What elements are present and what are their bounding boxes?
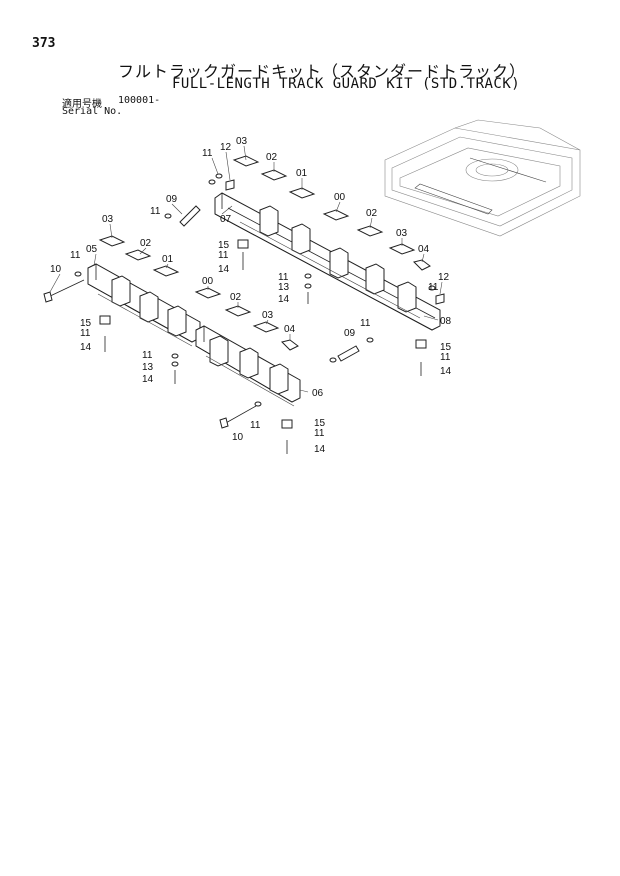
callout-14: 14 <box>314 444 326 455</box>
serial-code: 100001- <box>118 95 161 106</box>
callout-15: 15 <box>314 418 326 429</box>
callout-15: 15 <box>440 342 452 353</box>
callout-02: 02 <box>140 238 152 249</box>
callout-09: 09 <box>344 328 356 339</box>
callout-11: 11 <box>360 318 371 329</box>
leader-lines <box>49 145 443 393</box>
callout-14: 14 <box>278 294 290 305</box>
callout-15: 15 <box>218 240 230 251</box>
serial-label-english: Serial No. <box>62 106 123 117</box>
callout-11: 11 <box>150 206 161 217</box>
page-number: 373 <box>32 36 56 51</box>
callout-09: 09 <box>166 194 178 205</box>
title-japanese: フルトラックガードキット（スタンダードトラック） <box>118 62 527 81</box>
callout-11: 11 <box>440 352 451 363</box>
callout-03: 03 <box>236 136 248 147</box>
callout-01: 01 <box>162 254 174 265</box>
callout-11: 11 <box>250 420 261 431</box>
callout-02: 02 <box>366 208 378 219</box>
callout-02: 02 <box>230 292 242 303</box>
serial-label-japanese: 適用号機 <box>62 99 102 110</box>
callout-05: 05 <box>86 244 98 255</box>
callout-08: 08 <box>440 316 452 327</box>
callout-11: 11 <box>70 250 81 261</box>
callout-06: 06 <box>312 388 324 399</box>
callout-11: 11 <box>142 350 153 361</box>
callout-07: 07 <box>220 214 232 225</box>
callout-00: 00 <box>202 276 214 287</box>
callout-03: 03 <box>102 214 114 225</box>
callout-14: 14 <box>142 374 154 385</box>
callout-11: 11 <box>202 148 213 159</box>
callout-11: 11 <box>314 428 325 439</box>
callout-11: 11 <box>80 328 91 339</box>
track-guard-left <box>87 263 201 347</box>
callout-12: 12 <box>438 272 450 283</box>
callout-14: 14 <box>440 366 452 377</box>
callout-00: 00 <box>334 192 346 203</box>
callout-14: 14 <box>218 264 230 275</box>
callout-04: 04 <box>418 244 430 255</box>
track-guard-center <box>195 325 301 407</box>
callout-13: 13 <box>142 362 154 373</box>
callout-14: 14 <box>80 342 92 353</box>
callout-10: 10 <box>232 432 244 443</box>
callout-11: 11 <box>278 272 289 283</box>
callout-11: 11 <box>218 250 229 261</box>
callout-labels: 11 12 03 02 01 00 02 03 04 12 11 08 07 0… <box>50 136 452 455</box>
title-english: FULL-LENGTH TRACK GUARD KIT (STD.TRACK) <box>172 76 521 92</box>
undercarriage-inset <box>384 119 581 237</box>
callout-03: 03 <box>262 310 274 321</box>
callout-02: 02 <box>266 152 278 163</box>
fasteners <box>43 173 445 454</box>
callout-15: 15 <box>80 318 92 329</box>
track-guard-right <box>214 192 441 331</box>
callout-12: 12 <box>220 142 232 153</box>
guard-plates <box>98 155 431 351</box>
callout-01: 01 <box>296 168 308 179</box>
callout-03: 03 <box>396 228 408 239</box>
callout-11: 11 <box>428 282 439 293</box>
callout-13: 13 <box>278 282 290 293</box>
callout-04: 04 <box>284 324 296 335</box>
callout-10: 10 <box>50 264 62 275</box>
